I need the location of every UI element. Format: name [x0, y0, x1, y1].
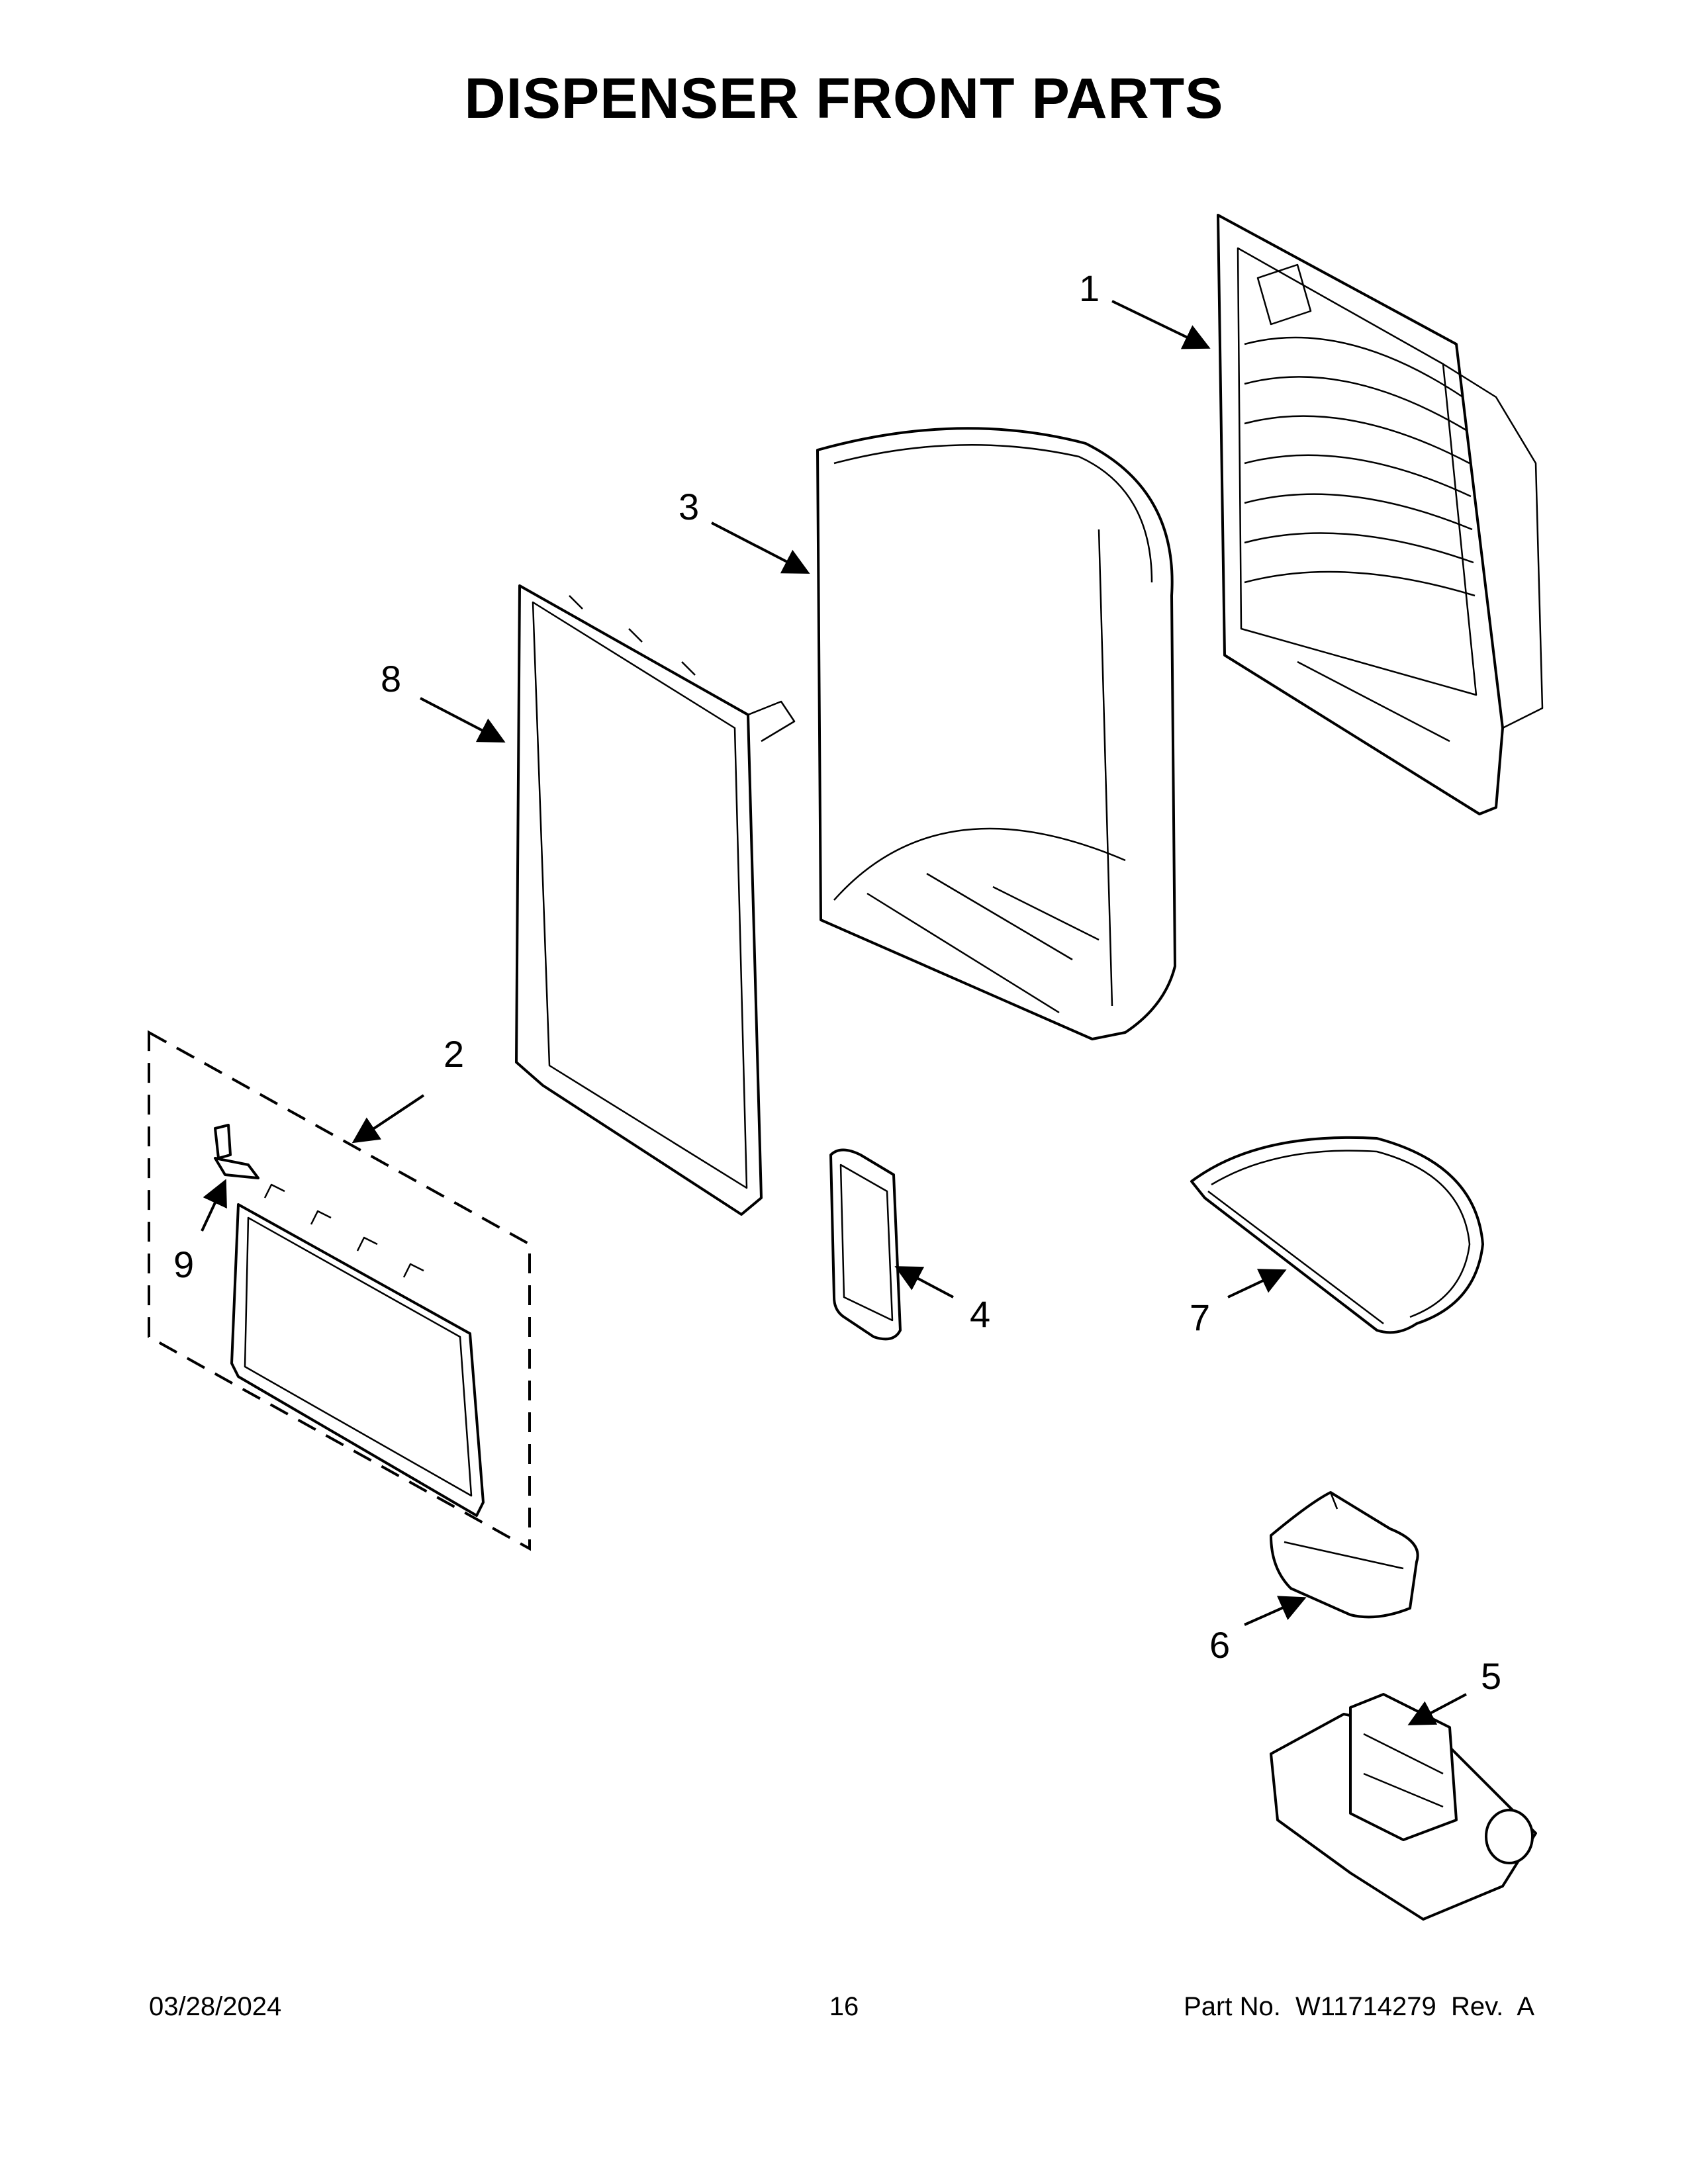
part-9-sensor [214, 1124, 259, 1179]
part-7-drip-tray [1190, 1136, 1484, 1334]
callout-7: 7 [1190, 1297, 1210, 1338]
leader-2 [352, 1094, 425, 1144]
part-1-housing [1217, 214, 1544, 815]
leader-1 [1111, 300, 1211, 349]
callout-1: 1 [1079, 267, 1100, 309]
leader-4 [894, 1266, 954, 1298]
callout-labels: 1 2 3 4 5 6 7 8 9 [173, 267, 1501, 1697]
page-title: DISPENSER FRONT PARTS [464, 67, 1224, 130]
footer-part-number: Part No. W11714279 Rev. A [1184, 1992, 1534, 2021]
callout-2: 2 [444, 1033, 464, 1075]
part-8-frame [515, 584, 796, 1216]
part-6-funnel [1270, 1491, 1419, 1619]
callout-4: 4 [970, 1293, 990, 1335]
part-4-paddle [829, 1148, 902, 1341]
leader-lines [201, 300, 1467, 1725]
footer-date: 03/28/2024 [149, 1992, 282, 2021]
part-2-control-panel [148, 1030, 531, 1551]
leader-6 [1244, 1596, 1307, 1626]
part-5-mechanism [1270, 1693, 1537, 1921]
callout-5: 5 [1481, 1655, 1501, 1697]
part-3-chute [816, 427, 1176, 1040]
callout-9: 9 [173, 1244, 194, 1285]
leader-8 [420, 697, 506, 743]
callout-3: 3 [679, 486, 699, 527]
leader-9 [201, 1179, 227, 1232]
callout-6: 6 [1209, 1624, 1230, 1666]
leader-7 [1227, 1269, 1287, 1298]
leader-3 [711, 522, 810, 574]
leader-5 [1407, 1693, 1467, 1725]
footer-page-number: 16 [829, 1992, 859, 2021]
callout-8: 8 [381, 658, 401, 700]
